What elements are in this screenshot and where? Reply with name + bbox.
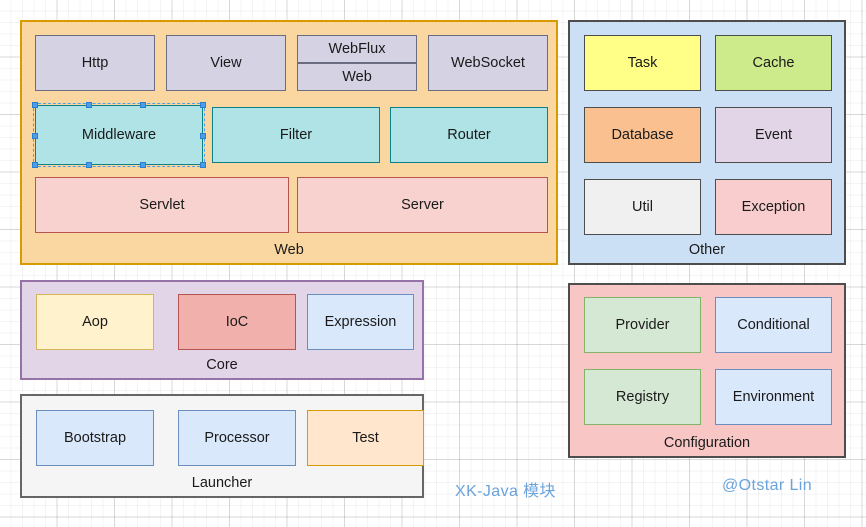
- resize-handle-w[interactable]: [32, 133, 38, 139]
- node-label: Filter: [279, 126, 313, 143]
- node-label: Database: [611, 126, 674, 143]
- resize-handle-sw[interactable]: [32, 162, 38, 168]
- node-label: IoC: [225, 313, 249, 330]
- resize-handle-s[interactable]: [86, 162, 92, 168]
- node-label: Servlet: [139, 196, 185, 213]
- node-label: Conditional: [737, 316, 810, 333]
- node-router[interactable]: Router: [390, 107, 548, 163]
- node-web[interactable]: Web: [297, 63, 417, 91]
- node-middleware[interactable]: Middleware: [32, 102, 206, 168]
- node-label: Util: [632, 198, 653, 215]
- node-registry[interactable]: Registry: [584, 369, 701, 425]
- node-label: Event: [754, 126, 793, 143]
- group-label-other: Other: [688, 242, 726, 258]
- watermark-title: XK-Java 模块: [455, 483, 556, 500]
- node-label: Environment: [732, 388, 815, 405]
- resize-handle-se[interactable]: [200, 162, 206, 168]
- node-task[interactable]: Task: [584, 35, 701, 91]
- node-label: Server: [401, 196, 444, 213]
- resize-handle-n[interactable]: [86, 102, 92, 108]
- node-label: Provider: [615, 316, 670, 333]
- node-webflux[interactable]: WebFlux: [297, 35, 417, 63]
- group-other[interactable]: Task Cache Database Event Util Exception…: [568, 20, 846, 265]
- node-aop[interactable]: Aop: [36, 294, 154, 350]
- node-label: Aop: [82, 313, 108, 330]
- resize-handle-n2[interactable]: [140, 102, 146, 108]
- node-label: Middleware: [81, 126, 157, 143]
- node-http[interactable]: Http: [35, 35, 155, 91]
- node-cache[interactable]: Cache: [715, 35, 832, 91]
- node-label: Bootstrap: [63, 429, 127, 446]
- node-event[interactable]: Event: [715, 107, 832, 163]
- node-label: Web: [342, 68, 372, 85]
- group-label-configuration: Configuration: [663, 435, 751, 451]
- node-filter[interactable]: Filter: [212, 107, 380, 163]
- node-label: Registry: [615, 388, 670, 405]
- node-servlet[interactable]: Servlet: [35, 177, 289, 233]
- node-environment[interactable]: Environment: [715, 369, 832, 425]
- node-server[interactable]: Server: [297, 177, 548, 233]
- node-label: WebFlux: [328, 40, 386, 57]
- node-database[interactable]: Database: [584, 107, 701, 163]
- resize-handle-e[interactable]: [200, 133, 206, 139]
- group-core[interactable]: Aop IoC Expression Core: [20, 280, 424, 380]
- node-label: Cache: [752, 54, 795, 71]
- node-label: Processor: [204, 429, 270, 446]
- node-util[interactable]: Util: [584, 179, 701, 235]
- group-label-web: Web: [274, 242, 304, 258]
- node-label: View: [210, 54, 242, 71]
- node-ioc[interactable]: IoC: [178, 294, 296, 350]
- resize-handle-nw[interactable]: [32, 102, 38, 108]
- resize-handle-ne[interactable]: [200, 102, 206, 108]
- node-exception[interactable]: Exception: [715, 179, 832, 235]
- resize-handle-s2[interactable]: [140, 162, 146, 168]
- group-label-core: Core: [206, 357, 238, 373]
- node-processor[interactable]: Processor: [178, 410, 296, 466]
- watermark-author: @Otstar Lin: [722, 477, 813, 494]
- node-provider[interactable]: Provider: [584, 297, 701, 353]
- node-label: Http: [81, 54, 109, 71]
- node-conditional[interactable]: Conditional: [715, 297, 832, 353]
- node-expression[interactable]: Expression: [307, 294, 414, 350]
- node-label: Router: [447, 126, 491, 143]
- group-label-launcher: Launcher: [191, 475, 253, 491]
- node-websocket[interactable]: WebSocket: [428, 35, 548, 91]
- node-view[interactable]: View: [166, 35, 286, 91]
- group-launcher[interactable]: Bootstrap Processor Test Launcher: [20, 394, 424, 498]
- node-bootstrap[interactable]: Bootstrap: [36, 410, 154, 466]
- node-label: Task: [627, 54, 658, 71]
- node-label: Expression: [324, 313, 397, 330]
- group-web[interactable]: Http View WebFlux Web WebSocket Middlewa…: [20, 20, 558, 265]
- node-label: Test: [352, 429, 379, 446]
- node-label: Exception: [741, 198, 806, 215]
- group-configuration[interactable]: Provider Conditional Registry Environmen…: [568, 283, 846, 458]
- node-test[interactable]: Test: [307, 410, 424, 466]
- node-label: WebSocket: [451, 54, 525, 71]
